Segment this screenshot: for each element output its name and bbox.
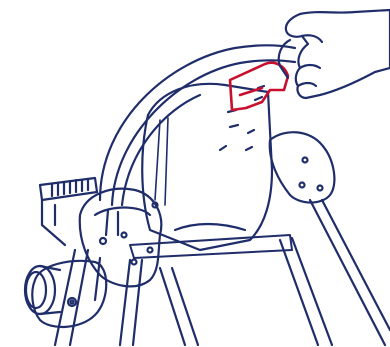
wheel-icon xyxy=(23,264,62,316)
frame-icon xyxy=(53,44,390,347)
release-lever-icon xyxy=(228,61,290,112)
hand-icon xyxy=(277,8,390,100)
ratchet-icon xyxy=(38,176,99,247)
right-hinge-icon xyxy=(268,131,336,204)
